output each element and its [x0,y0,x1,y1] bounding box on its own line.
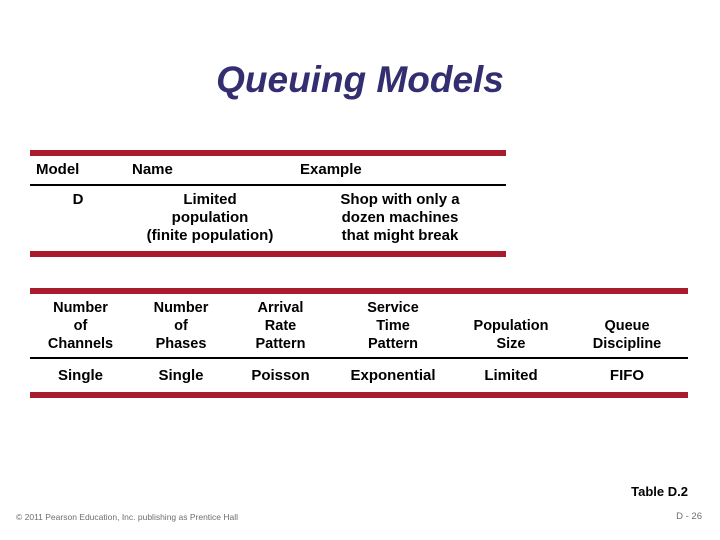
cell-model-example-line-3: that might break [341,227,459,244]
column-header-arrival-rate-pattern: Arrival Rate Pattern [231,294,330,359]
table-rule-row [30,392,688,398]
column-header-queue-discipline-line-1: Queue [604,318,650,334]
column-header-number-of-phases-line-3: Phases [155,336,207,352]
cell-service-time-pattern: Exponential [350,367,436,384]
column-header-example: Example [294,156,506,186]
queuing-models-table: Model Name Example D Limited population … [30,150,506,257]
bottom-accent-rule [30,251,506,257]
copyright-notice: © 2011 Pearson Education, Inc. publishin… [16,512,239,522]
cell-model-example-line-1: Shop with only a [340,191,460,208]
cell-model-example: Shop with only a dozen machines that mig… [294,185,506,251]
column-header-arrival-rate-pattern-line-2: Rate [264,318,297,334]
cell-number-of-phases: Single [158,367,204,384]
column-header-number-of-phases: Number of Phases [131,294,231,359]
column-header-service-time-pattern: Service Time Pattern [330,294,456,359]
page-number: D - 26 [676,511,702,522]
table-rule-row [30,251,506,257]
cell-model-name-line-3: (finite population) [146,227,274,244]
table-row: D Limited population (finite population)… [30,185,506,251]
table-rule-row [30,288,688,294]
column-header-queue-discipline-line-2: Discipline [592,336,662,352]
column-header-number-of-phases-line-2: of [174,318,188,334]
column-header-arrival-rate-pattern-line-1: Arrival [257,300,304,316]
column-header-queue-discipline: Queue Discipline [566,294,688,359]
column-header-population-size: Population Size [456,294,566,359]
column-header-number-of-channels: Number of Channels [30,294,131,359]
column-header-service-time-pattern-line-1: Service [367,300,419,316]
table-header-row: Number of Channels Number of Phases Arri… [30,294,688,359]
column-header-number-of-channels-line-1: Number [53,300,108,316]
table-caption: Table D.2 [631,484,688,499]
top-accent-rule [30,150,506,156]
cell-population-size: Limited [484,367,538,384]
cell-model-example-line-2: dozen machines [341,209,459,226]
column-header-arrival-rate-pattern-line-3: Pattern [255,336,306,352]
column-header-service-time-pattern-line-2: Time [376,318,410,334]
page-title: Queuing Models [216,59,504,100]
top-accent-rule [30,288,688,294]
column-header-model: Model [30,156,126,186]
bottom-accent-rule [30,392,688,398]
column-header-service-time-pattern-line-3: Pattern [368,336,418,352]
column-header-number-of-channels-line-3: Channels [47,336,114,352]
column-header-population-size-line-1: Population [473,318,549,334]
cell-queue-discipline: FIFO [609,367,645,384]
cell-model-letter: D [72,191,84,208]
cell-model-name: Limited population (finite population) [126,185,294,251]
column-header-number-of-phases-line-1: Number [153,300,209,316]
cell-arrival-rate-pattern: Poisson [251,367,310,384]
table-header-row: Model Name Example [30,156,506,186]
column-header-number-of-channels-line-2: of [73,318,88,334]
cell-model-name-line-1: Limited [183,191,237,208]
cell-model-name-line-2: population [171,209,249,226]
queue-characteristics-table: Number of Channels Number of Phases Arri… [30,288,688,398]
column-header-name: Name [126,156,294,186]
cell-number-of-channels: Single [57,367,103,384]
column-header-population-size-line-2: Size [496,336,526,352]
table-rule-row [30,150,506,156]
table-row: Single Single Poisson Exponential Limite… [30,358,688,392]
